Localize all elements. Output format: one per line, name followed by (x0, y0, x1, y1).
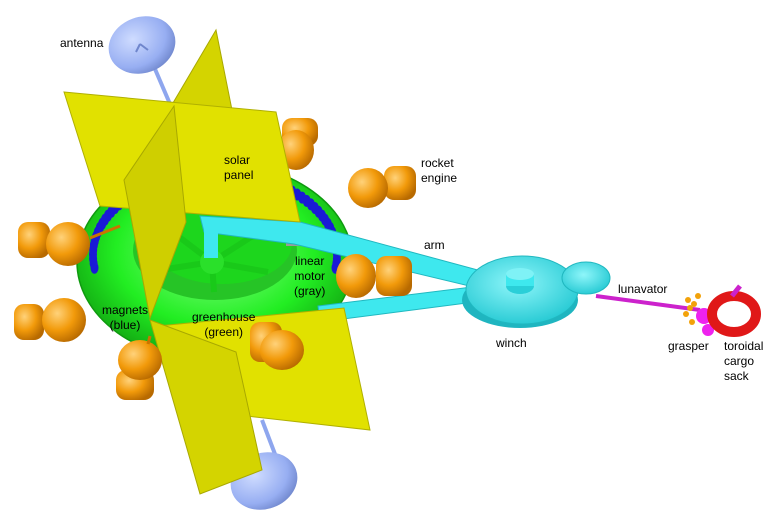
label-linear-motor: linear motor (gray) (294, 254, 326, 298)
solar-panel-upper (63, 91, 301, 223)
rocket-engine-bottom (250, 322, 304, 370)
antenna-top (108, 16, 176, 105)
label-greenhouse: greenhouse (green) (192, 310, 256, 339)
label-winch: winch (496, 336, 527, 350)
toroidal-cargo-sack (707, 284, 761, 337)
lunavator-tether (595, 294, 701, 312)
label-rocket-engine: rocket engine (421, 156, 458, 185)
label-solar-panel: solar panel (224, 153, 254, 182)
label-arm: arm (424, 238, 445, 252)
solar-panel-fin-lower (149, 319, 263, 495)
rocket-engine-bottom-left (116, 335, 162, 400)
rocket-engine-left (18, 222, 121, 266)
rocket-engine-top (278, 118, 318, 170)
winch (462, 255, 611, 328)
label-antenna: antenna (60, 36, 104, 50)
label-grasper: grasper (668, 339, 709, 353)
rocket-engine-left-lower (14, 298, 86, 342)
label-magnets: magnets (blue) (102, 303, 149, 332)
rocket-engine-right-top (348, 166, 416, 208)
label-cargo-sack: toroidal cargo sack (724, 339, 764, 383)
label-lunavator: lunavator (618, 282, 668, 296)
solar-panel-fin (123, 104, 187, 320)
rocket-engine-right (336, 254, 412, 298)
